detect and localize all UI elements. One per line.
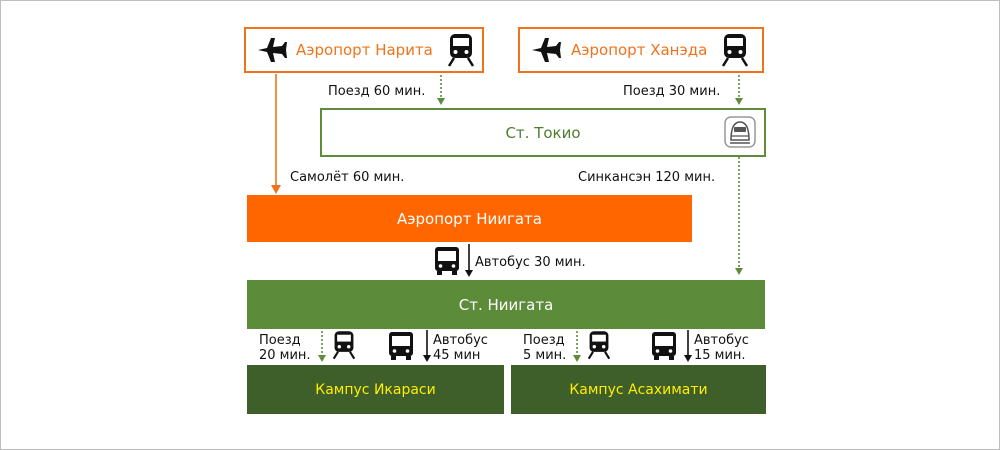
ikarashi-campus-box: Кампус Икараси [247, 365, 504, 414]
haneda-airport-label: Аэропорт Ханэда [571, 41, 708, 59]
ikarashi-bus-label-2: 45 мин [433, 348, 481, 363]
bus-airport-label: Автобус 30 мин. [475, 255, 586, 270]
asahi-train-label-1: Поезд [523, 333, 565, 348]
bus-icon [389, 332, 413, 360]
asahi-bus-arrowhead [684, 355, 692, 362]
ikarashi-campus-label: Кампус Икараси [315, 381, 436, 398]
plane-arrowhead [271, 185, 281, 194]
haneda-train-arrowhead [735, 98, 743, 105]
train-icon [587, 331, 611, 360]
narita-airport-label: Аэропорт Нарита [296, 41, 433, 59]
niigata-airport-label: Аэропорт Ниигата [397, 209, 542, 228]
plane-icon [532, 38, 561, 62]
asahi-train-arrowhead [573, 355, 581, 362]
tokyo-station-label: Ст. Токио [505, 123, 581, 142]
ikarashi-train-label-2: 20 мин. [259, 348, 311, 363]
shinkansen-icon [724, 116, 756, 148]
asahimachi-campus-box: Кампус Асахимати [511, 365, 766, 414]
ikarashi-bus-arrowhead [423, 355, 431, 362]
plane-route-label: Самолёт 60 мин. [290, 170, 405, 185]
train-icon [332, 331, 356, 360]
train-icon [447, 34, 475, 67]
asahimachi-campus-label: Кампус Асахимати [569, 381, 708, 398]
narita-airport-box: Аэропорт Нарита [244, 27, 484, 73]
train-icon [721, 34, 749, 67]
narita-train-arrowhead [437, 98, 445, 105]
bus-icon [435, 247, 459, 275]
narita-train-label: Поезд 60 мин. [328, 84, 426, 99]
plane-icon [258, 38, 287, 62]
asahi-bus-label-2: 15 мин. [694, 348, 746, 363]
shinkansen-route-label: Синкансэн 120 мин. [578, 170, 716, 185]
ikarashi-bus-label-1: Автобус [433, 333, 488, 348]
ikarashi-train-arrowhead [318, 355, 326, 362]
ikarashi-train-label-1: Поезд [259, 333, 301, 348]
asahi-train-label-2: 5 мин. [523, 348, 567, 363]
niigata-station-box: Ст. Ниигата [247, 280, 765, 329]
shinkansen-arrowhead [735, 268, 743, 275]
bus-icon [652, 332, 676, 360]
haneda-train-label: Поезд 30 мин. [623, 84, 721, 99]
bus-airport-arrowhead [465, 270, 473, 277]
niigata-station-label: Ст. Ниигата [458, 295, 554, 314]
niigata-airport-box: Аэропорт Ниигата [247, 195, 692, 242]
asahi-bus-label-1: Автобус [694, 333, 749, 348]
tokyo-station-box: Ст. Токио [320, 108, 766, 157]
